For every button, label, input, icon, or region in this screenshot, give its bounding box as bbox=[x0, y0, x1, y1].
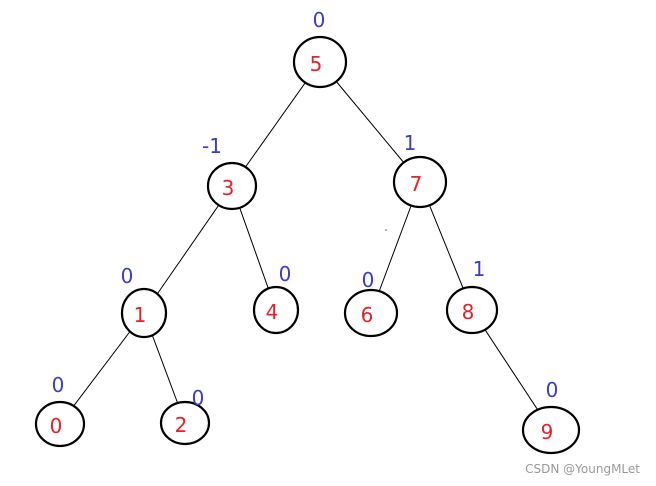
edge-n7-n6 bbox=[378, 205, 412, 292]
node-value: 2 bbox=[175, 413, 188, 437]
tree-node-6: 6 bbox=[343, 288, 399, 338]
node-circle bbox=[445, 285, 499, 335]
edge-n3-n1 bbox=[156, 204, 220, 295]
node-circle bbox=[521, 405, 581, 455]
node-circle bbox=[343, 288, 399, 338]
node-value: 0 bbox=[50, 414, 63, 438]
tree-node-2: 2 bbox=[159, 400, 211, 446]
balance-factor-4: 0 bbox=[279, 262, 292, 286]
stray-dot bbox=[385, 229, 387, 231]
node-value: 7 bbox=[410, 172, 423, 196]
node-value: 3 bbox=[222, 176, 235, 200]
balance-factor-0: 0 bbox=[52, 373, 65, 397]
edge-n5-n3 bbox=[245, 82, 306, 168]
node-circle bbox=[252, 285, 300, 335]
node-value: 8 bbox=[462, 300, 475, 324]
node-circle bbox=[292, 35, 348, 89]
edge-n1-n0 bbox=[73, 331, 131, 407]
tree-node-7: 7 bbox=[392, 155, 448, 209]
edge-n7-n8 bbox=[429, 205, 464, 289]
balance-factor-7: 1 bbox=[404, 131, 417, 155]
node-value: 6 bbox=[361, 303, 374, 327]
balance-factor-5: 0 bbox=[313, 8, 326, 32]
node-value: 4 bbox=[266, 300, 279, 324]
balance-factor-1: 0 bbox=[121, 264, 134, 288]
tree-node-0: 0 bbox=[34, 400, 86, 448]
tree-node-1: 1 bbox=[120, 287, 168, 339]
edge-n5-n7 bbox=[335, 81, 405, 163]
balance-factor-2: 0 bbox=[192, 386, 205, 410]
edge-n3-n4 bbox=[239, 207, 269, 289]
tree-node-8: 8 bbox=[445, 285, 499, 335]
node-circle bbox=[120, 287, 168, 339]
edge-n1-n2 bbox=[151, 335, 179, 404]
node-value: 5 bbox=[310, 52, 323, 76]
tree-node-3: 3 bbox=[206, 161, 258, 211]
balance-factor-3: -1 bbox=[202, 134, 222, 158]
edges-layer bbox=[73, 81, 539, 411]
balance-factor-6: 0 bbox=[362, 268, 375, 292]
tree-node-9: 9 bbox=[521, 405, 581, 455]
node-value: 1 bbox=[134, 303, 147, 327]
tree-node-4: 4 bbox=[252, 285, 300, 335]
balance-factor-9: 0 bbox=[546, 378, 559, 402]
tree-node-5: 5 bbox=[292, 35, 348, 89]
node-circle bbox=[34, 400, 86, 448]
balance-factor-8: 1 bbox=[473, 257, 486, 281]
node-circle bbox=[159, 400, 211, 446]
node-value: 9 bbox=[541, 420, 554, 444]
edge-n8-n9 bbox=[484, 329, 539, 411]
node-circle bbox=[206, 161, 258, 211]
watermark: CSDN @YoungMLet bbox=[525, 462, 640, 476]
node-circle bbox=[392, 155, 448, 209]
